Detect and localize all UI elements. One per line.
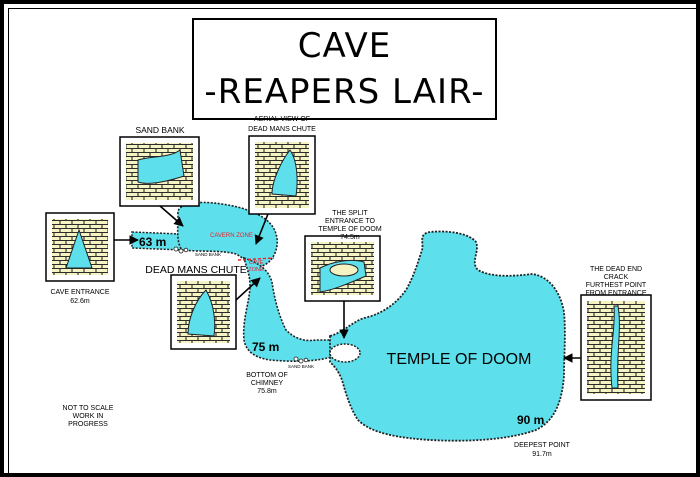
label-depth-90: 90 m — [517, 413, 544, 427]
zone-divider — [237, 257, 275, 261]
label-sand-bank: SAND BANK — [135, 125, 184, 135]
label-dead-end-1: THE DEAD END — [590, 266, 642, 273]
label-cave-entrance: CAVE ENTRANCE — [51, 289, 110, 296]
label-aerial-1: AERIAL VIEW OF — [254, 116, 310, 123]
label-split-1: THE SPLIT — [332, 210, 368, 217]
label-dead-end-3: FURTHEST POINT — [586, 282, 647, 289]
boulder — [329, 343, 361, 363]
title-cave: CAVE — [297, 26, 392, 66]
brick-panels — [45, 135, 652, 401]
cave-passages — [131, 201, 566, 442]
label-not-to-scale-2: WORK IN — [73, 413, 104, 420]
label-cavern-zone: CAVERN ZONE — [210, 233, 253, 239]
label-dead-end-4: FROM ENTRANCE — [585, 290, 646, 297]
chute-passage — [242, 256, 335, 362]
title-reapers-lair: -REAPERS LAIR- — [204, 72, 485, 112]
label-split-2: ENTRANCE TO — [325, 218, 375, 225]
arrows — [114, 205, 581, 363]
title-box: CAVE -REAPERS LAIR- — [192, 18, 497, 120]
label-bottom-2: CHIMNEY — [251, 380, 284, 387]
label-bottom-1: BOTTOM OF — [246, 372, 287, 379]
arrow-sand-bank — [159, 205, 184, 227]
labels: SAND BANK AERIAL VIEW OF DEAD MANS CHUTE… — [51, 116, 647, 458]
label-split-3: TEMPLE OF DOOM — [318, 226, 382, 233]
label-sand-bank-small-2: SAND BANK — [288, 364, 314, 369]
label-split-depth: 74.5m — [340, 234, 360, 241]
label-cave-zone-1: CAVE — [249, 260, 264, 266]
label-deepest-point: DEEPEST POINT — [514, 442, 571, 449]
sand-bank-markers — [173, 246, 309, 364]
label-sand-bank-small-1: SAND BANK — [195, 252, 221, 257]
label-not-to-scale-3: PROGRESS — [68, 421, 108, 428]
label-cave-entrance-depth: 62.6m — [70, 298, 90, 305]
label-dead-end-2: CRACK — [604, 274, 629, 281]
label-aerial-2: DEAD MANS CHUTE — [248, 126, 316, 133]
temple-of-doom-chamber — [329, 230, 566, 442]
label-depth-63: 63 m — [139, 235, 166, 249]
arrow-chute — [235, 277, 261, 301]
label-depth-75: 75 m — [252, 340, 279, 354]
label-temple-of-doom: TEMPLE OF DOOM — [387, 351, 532, 368]
label-dead-mans-chute: DEAD MANS CHUTE — [145, 264, 247, 276]
arrow-aerial — [254, 213, 269, 245]
label-not-to-scale-1: NOT TO SCALE — [63, 405, 114, 412]
label-cave-zone-2: ZONE — [248, 267, 264, 273]
label-bottom-depth: 75.8m — [257, 388, 277, 395]
label-deepest-depth: 91.7m — [532, 451, 552, 458]
